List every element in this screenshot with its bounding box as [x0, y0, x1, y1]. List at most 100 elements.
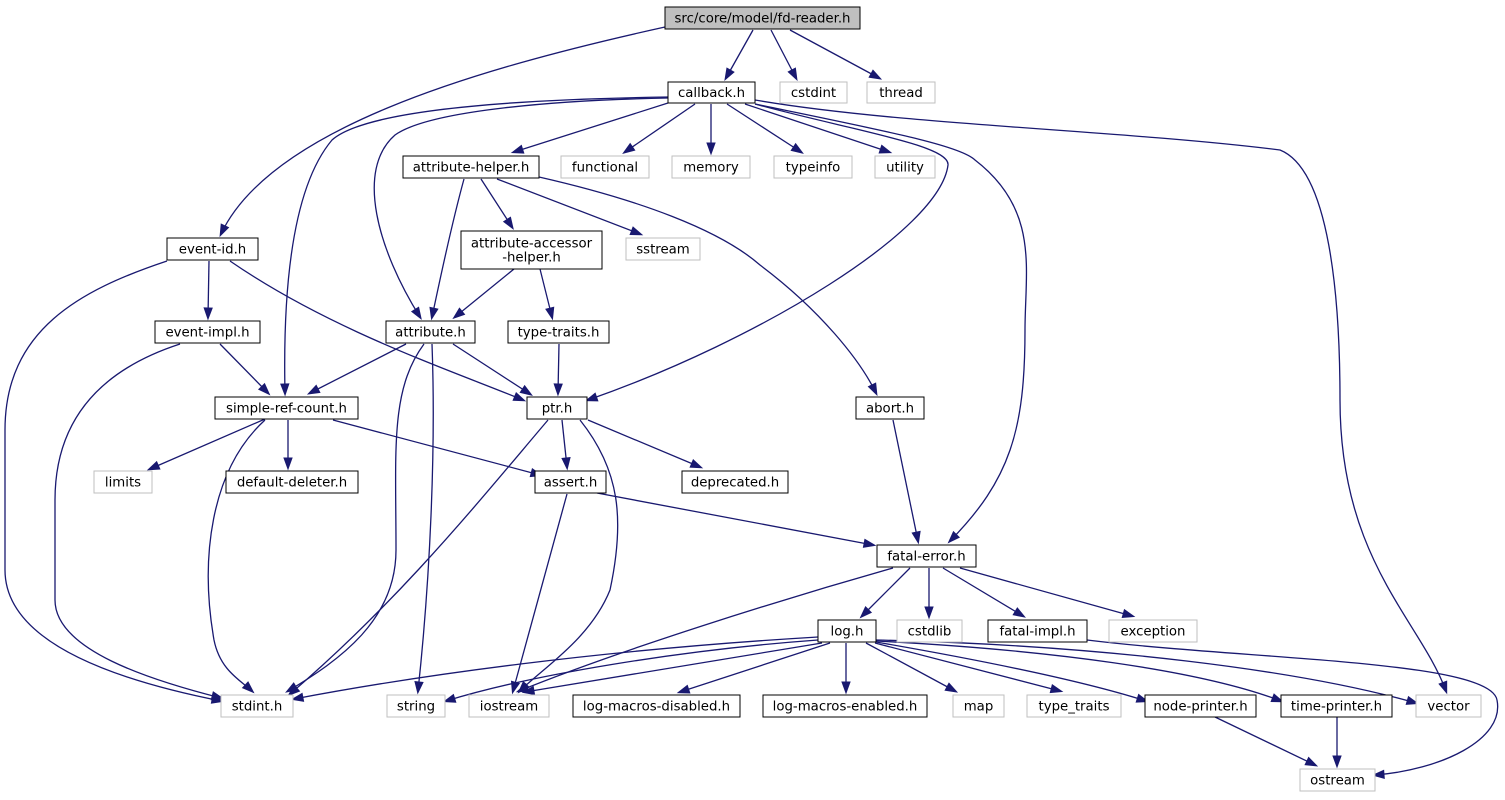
node-functional[interactable]: functional [560, 155, 650, 179]
node-callback[interactable]: callback.h [667, 81, 756, 104]
edge-fatal-error-to-iostream [515, 567, 894, 693]
edge-arrowhead [622, 142, 636, 154]
edge-arrowhead [724, 67, 735, 82]
node-fatal-error[interactable]: fatal-error.h [876, 544, 977, 568]
node-vector[interactable]: vector [1415, 694, 1482, 718]
edge-attribute-to-ptr [452, 343, 533, 396]
node-thread[interactable]: thread [866, 81, 936, 104]
node-label: thread [879, 86, 923, 101]
edge-fd-reader-to-callback [724, 29, 754, 82]
node-attribute-helper[interactable]: attribute-helper.h [402, 155, 540, 179]
node-box [1144, 694, 1257, 718]
edge-line [480, 178, 513, 228]
node-event-id[interactable]: event-id.h [166, 237, 259, 261]
edge-callback-to-simple-ref-count [280, 96, 669, 397]
node-exception[interactable]: exception [1108, 619, 1198, 643]
node-time-printer[interactable]: time-printer.h [1280, 694, 1393, 718]
edge-ptr-to-assert [561, 419, 571, 471]
node-map[interactable]: map [952, 694, 1005, 718]
node-fatal-impl[interactable]: fatal-impl.h [987, 619, 1088, 643]
edge-line [959, 567, 1133, 617]
edge-attribute-to-string [414, 343, 434, 695]
node-cstdlib[interactable]: cstdlib [896, 619, 963, 643]
edge-arrowhead [545, 306, 555, 321]
edge-log-to-type-traits [874, 642, 1064, 694]
node-node-printer[interactable]: node-printer.h [1144, 694, 1257, 718]
node-iostream[interactable]: iostream [468, 694, 550, 718]
node-sstream[interactable]: sstream [625, 237, 701, 261]
edge-ptr-to-deprecated [587, 419, 704, 469]
edge-arrowhead [442, 693, 457, 703]
node-label: callback.h [678, 86, 745, 101]
edge-log-to-iostream [521, 642, 823, 696]
node-abort[interactable]: abort.h [855, 396, 925, 420]
node-type-traits-h[interactable]: type-traits.h [507, 320, 610, 344]
node-cstdint[interactable]: cstdint [779, 81, 848, 104]
node-box [507, 320, 610, 344]
edge-assert-to-iostream [510, 493, 568, 695]
node-utility[interactable]: utility [874, 155, 936, 179]
edge-line [861, 567, 911, 617]
node-limits[interactable]: limits [93, 470, 153, 494]
edge-arrowhead [862, 538, 877, 548]
node-stdint[interactable]: stdint.h [220, 694, 294, 718]
node-default-deleter[interactable]: default-deleter.h [225, 470, 359, 494]
node-label: time-printer.h [1291, 700, 1382, 715]
node-label: ptr.h [542, 402, 573, 417]
edge-line [726, 103, 802, 153]
node-box [386, 694, 446, 718]
edge-fd-reader-to-event-id [219, 26, 666, 238]
node-memory[interactable]: memory [671, 155, 751, 179]
edge-attribute-helper-to-attribute [429, 178, 465, 321]
edge-line [431, 178, 465, 318]
node-attribute-accessor-helper[interactable]: attribute-accessor-helper.h [460, 230, 603, 270]
edge-event-impl-to-stdint [54, 343, 225, 701]
edge-abort-to-fatal-error [892, 419, 921, 545]
edge-arrowhead [519, 384, 533, 396]
node-box [1026, 694, 1122, 718]
node-attribute[interactable]: attribute.h [385, 320, 476, 344]
edge-callback-to-functional [622, 103, 696, 154]
edge-line [754, 103, 1028, 542]
node-string[interactable]: string [386, 694, 446, 718]
edge-ptr-to-stdint [287, 419, 549, 697]
edge-fatal-error-to-cstdlib [924, 568, 934, 620]
edge-arrowhead [1049, 684, 1064, 694]
node-label: attribute-helper.h [413, 161, 530, 176]
edge-arrowhead [944, 682, 959, 693]
node-log[interactable]: log.h [817, 619, 877, 643]
edge-arrowhead [584, 392, 599, 402]
node-label: deprecated.h [691, 476, 779, 491]
node-box [526, 396, 588, 420]
edge-arrowhead [257, 382, 271, 396]
node-box [987, 619, 1088, 643]
edge-attribute-helper-to-sstream [496, 178, 644, 236]
node-ostream[interactable]: ostream [1299, 768, 1376, 792]
edge-line [875, 641, 1147, 702]
node-box [534, 470, 607, 494]
edge-line [445, 639, 819, 702]
node-fd-reader[interactable]: src/core/model/fd-reader.h [664, 6, 861, 30]
node-box [154, 320, 261, 344]
edge-fd-reader-to-cstdint [770, 29, 798, 82]
node-label: typeinfo [786, 161, 841, 176]
nodes-layer: src/core/model/fd-reader.h callback.h cstd… [93, 6, 1482, 792]
node-deprecated[interactable]: deprecated.h [681, 470, 789, 494]
node-type-traits[interactable]: type_traits [1026, 694, 1122, 718]
node-box [1299, 768, 1376, 792]
node-event-impl[interactable]: event-impl.h [154, 320, 261, 344]
node-label: -helper.h [502, 251, 561, 266]
node-simple-ref-count[interactable]: simple-ref-count.h [214, 396, 359, 420]
node-box [93, 470, 153, 494]
node-box [681, 470, 789, 494]
node-assert[interactable]: assert.h [534, 470, 607, 494]
edge-line [220, 26, 666, 235]
edge-arrowhead [287, 684, 301, 697]
edge-node-printer-to-ostream [1214, 716, 1319, 767]
node-label: iostream [480, 700, 538, 715]
node-ptr[interactable]: ptr.h [526, 396, 588, 420]
node-log-macros-disabled[interactable]: log-macros-disabled.h [572, 694, 741, 718]
node-typeinfo[interactable]: typeinfo [773, 155, 853, 179]
node-log-macros-enabled[interactable]: log-macros-enabled.h [762, 694, 928, 718]
edge-attribute-to-stdint [285, 343, 425, 693]
